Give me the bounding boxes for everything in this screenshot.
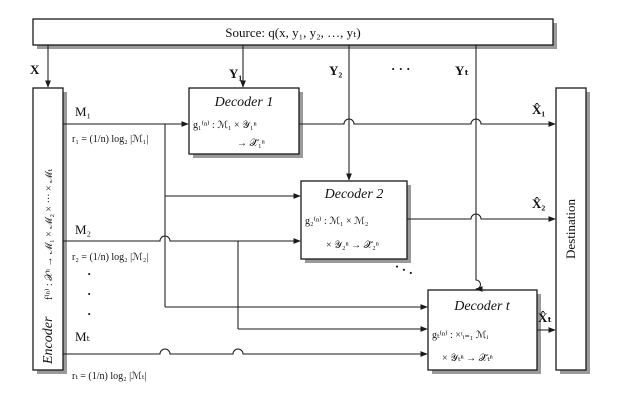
vertical-dot-1: · xyxy=(87,266,91,281)
r1-label: r₁ = (1/n) log₂ |ℳ₁| xyxy=(72,134,148,145)
m1-label: M₁ xyxy=(75,104,91,119)
vertical-ellipsis: · · · xyxy=(87,266,91,321)
decoder-2-map-line1: g₂⁽ⁿ⁾ : ℳ₁ × ℳ₂ xyxy=(305,216,368,227)
side-information-arrows xyxy=(45,45,483,292)
destination-block: Destination xyxy=(555,87,590,374)
y2-label: Y₂ xyxy=(329,63,342,78)
decoder-2-map-line2: × 𝒴₂ⁿ → 𝒳̂₂ⁿ xyxy=(326,240,379,251)
x-label: X xyxy=(30,62,40,77)
decoder-2-title: Decoder 2 xyxy=(324,187,384,202)
decoder-t-map-line1: gₜ⁽ⁿ⁾ : ×ᵗᵢ₌₁ ℳᵢ xyxy=(432,330,488,341)
decoder-1-block: Decoder 1 g₁⁽ⁿ⁾ : ℳ₁ × 𝒴₁ⁿ → 𝒳̂₁ⁿ xyxy=(188,87,303,158)
vertical-dot-2: · xyxy=(87,286,91,301)
m2-label: M₂ xyxy=(75,222,91,237)
decoder-1-map-line1: g₁⁽ⁿ⁾ : ℳ₁ × 𝒴₁ⁿ xyxy=(193,120,257,131)
x-hat-t-label: X̂ₜ xyxy=(538,310,552,325)
encoder-block: Encoder f⁽ⁿ⁾ : 𝒳ⁿ → ℳ₁ × ℳ₂ × ··· × ℳₜ xyxy=(32,87,67,374)
decoder-t-map-line2: × 𝒴ₜⁿ → 𝒳̂ₜⁿ xyxy=(442,353,493,364)
source-label: Source: q(x, y₁, y₂, …, yₜ) xyxy=(225,25,360,40)
yt-label: Yₜ xyxy=(455,63,469,78)
rt-label: rₜ = (1/n) log₂ |ℳₜ| xyxy=(72,371,146,382)
ellipsis-dots: · · · xyxy=(391,61,411,76)
x-hat-2-label: X̂₂ xyxy=(532,196,545,211)
source-block: Source: q(x, y₁, y₂, …, yₜ) xyxy=(32,18,557,49)
decoder-2-block: Decoder 2 g₂⁽ⁿ⁾ : ℳ₁ × ℳ₂ × 𝒴₂ⁿ → 𝒳̂₂ⁿ xyxy=(300,180,411,263)
vertical-dot-3: · xyxy=(87,306,91,321)
message-wires xyxy=(63,121,428,357)
r2-label: r₂ = (1/n) log₂ |ℳ₂| xyxy=(72,252,148,263)
decoder-1-map-line2: → 𝒳̂₁ⁿ xyxy=(237,138,265,149)
destination-label: Destination xyxy=(563,199,578,259)
decoder-t-block: Decoder t gₜ⁽ⁿ⁾ : ×ᵗᵢ₌₁ ℳᵢ × 𝒴ₜⁿ → 𝒳̂ₜⁿ xyxy=(427,289,541,374)
y1-label: Y₁ xyxy=(229,66,242,81)
output-wires xyxy=(299,118,556,333)
mt-label: Mₜ xyxy=(75,329,91,344)
decoder-t-title: Decoder t xyxy=(453,299,511,314)
encoder-title: Encoder xyxy=(41,316,56,365)
x-hat-1-label: X̂₁ xyxy=(532,102,545,117)
decoder-1-title: Decoder 1 xyxy=(214,95,274,110)
diagonal-ellipsis: · · · xyxy=(392,259,416,281)
encoder-map: f⁽ⁿ⁾ : 𝒳ⁿ → ℳ₁ × ℳ₂ × ··· × ℳₜ xyxy=(44,169,55,300)
